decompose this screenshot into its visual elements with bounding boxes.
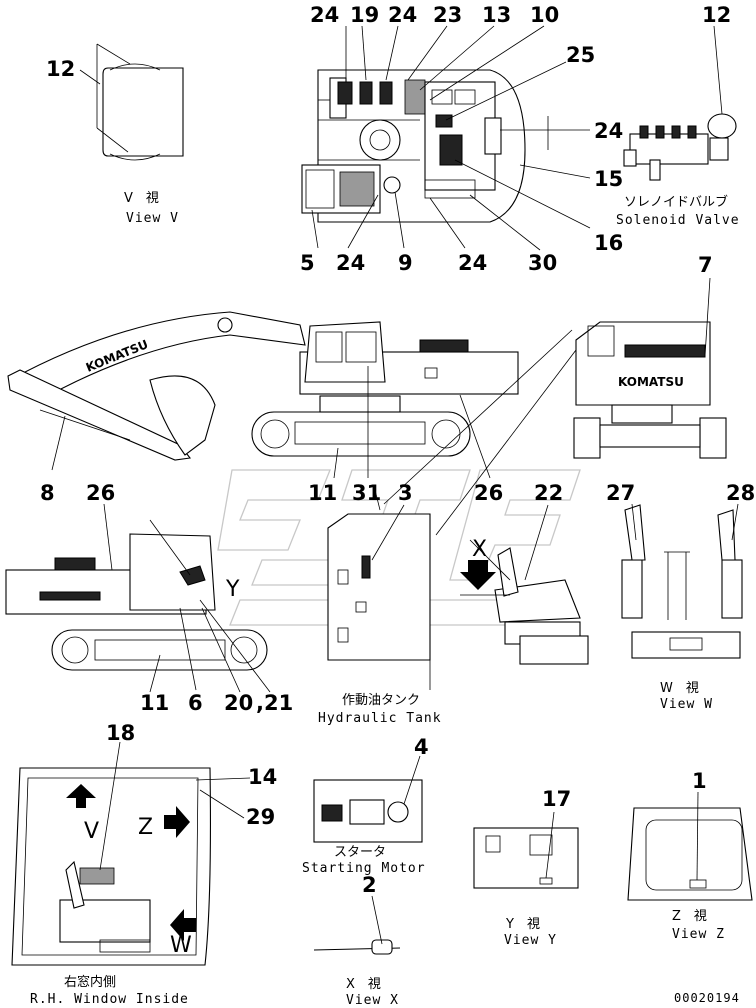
right-arrow-icon — [164, 806, 190, 838]
caption-tank-en: Hydraulic Tank — [318, 711, 442, 726]
callout-side-22: 22 — [534, 481, 563, 505]
caption-view-y-jp: Y 視 — [505, 917, 540, 932]
callout-left-11: 11 — [140, 691, 169, 715]
callout-side-11: 11 — [308, 481, 337, 505]
caption-window-en: R.H. Window Inside — [30, 992, 189, 1007]
callout-top-13: 13 — [482, 3, 511, 27]
view-markers: V Z W X Y — [84, 537, 487, 958]
callout-cab-29: 29 — [246, 805, 275, 829]
callout-side-26: 26 — [474, 481, 503, 505]
callout-top-15: 15 — [594, 167, 623, 191]
callout-rear-7: 7 — [698, 253, 713, 277]
callout-left-6: 6 — [188, 691, 203, 715]
caption-start-jp: スタータ — [334, 845, 386, 860]
marker-x: X — [472, 537, 487, 562]
caption-view-y-en: View Y — [504, 933, 557, 948]
up-arrow-icon — [66, 784, 96, 808]
callout-w-27: 27 — [606, 481, 635, 505]
callout-cab-18: 18 — [106, 721, 135, 745]
rear-view: KOMATSU — [573, 277, 727, 459]
callout-top-19: 19 — [350, 3, 379, 27]
callout-side-31: 31 — [352, 481, 381, 505]
callout-side-8: 8 — [40, 481, 55, 505]
callout-top-24a: 24 — [310, 3, 339, 27]
caption-view-z-jp: Z 視 — [672, 909, 707, 924]
left-side-view — [5, 503, 271, 693]
caption-window-jp: 右窓内側 — [64, 974, 116, 990]
callout-top-24e: 24 — [458, 251, 487, 275]
view-x-group — [313, 895, 401, 955]
control-console — [460, 504, 589, 665]
view-z-group — [627, 791, 753, 901]
down-arrow-icon — [460, 560, 496, 590]
caption-solenoid-en: Solenoid Valve — [616, 213, 740, 228]
callout-sol-12: 12 — [702, 3, 731, 27]
callout-side-3: 3 — [398, 481, 413, 505]
callout-top-24d: 24 — [336, 251, 365, 275]
starting-motor — [313, 755, 423, 843]
caption-view-z-en: View Z — [672, 927, 725, 942]
callout-x-2: 2 — [362, 873, 377, 897]
caption-tank-jp: 作動油タンク — [342, 693, 420, 708]
callout-top-10: 10 — [530, 3, 559, 27]
callout-cab-14: 14 — [248, 765, 277, 789]
view-y-group — [473, 811, 579, 889]
caption-solenoid-jp: ソレノイドバルブ — [624, 194, 728, 210]
main-side-view: KOMATSU — [7, 311, 519, 511]
caption-view-x-en: View X — [346, 993, 399, 1008]
callout-w-28: 28 — [726, 481, 755, 505]
callout-top-16: 16 — [594, 231, 623, 255]
rear-brand: KOMATSU — [618, 375, 684, 389]
callout-y-17: 17 — [542, 787, 571, 811]
hydraulic-tank — [327, 504, 431, 690]
callout-top-25: 25 — [566, 43, 595, 67]
callout-top-30: 30 — [528, 251, 557, 275]
callout-left-20: 20 — [224, 691, 253, 715]
callout-start-4: 4 — [414, 735, 429, 759]
callout-top-23: 23 — [433, 3, 462, 27]
window-inside — [11, 741, 251, 966]
callout-z-1: 1 — [692, 769, 707, 793]
callout-v-12: 12 — [46, 57, 75, 81]
caption-view-x-jp: X 視 — [346, 977, 381, 992]
captions: V 視 View V ソレノイドバルブ Solenoid Valve 作動油タン… — [30, 191, 740, 1008]
marker-z: Z — [138, 815, 153, 840]
solenoid-valve — [623, 25, 737, 181]
callout-top-9: 9 — [398, 251, 413, 275]
marker-w: W — [170, 933, 192, 958]
callout-top-24c: 24 — [594, 119, 623, 143]
callout-left-21: ,21 — [256, 691, 293, 715]
callout-top-5: 5 — [300, 251, 315, 275]
top-view-machine — [301, 25, 591, 251]
caption-view-v-jp: V 視 — [124, 191, 159, 206]
left-arrow-icon — [170, 909, 196, 941]
caption-view-w-en: View W — [660, 697, 713, 712]
caption-start-en: Starting Motor — [302, 861, 426, 876]
view-w-group — [621, 503, 743, 659]
callout-top-24b: 24 — [388, 3, 417, 27]
caption-view-w-jp: W 視 — [660, 681, 699, 696]
marker-v: V — [84, 819, 99, 844]
drawing-code: 00020194 — [674, 991, 740, 1005]
callout-labels: 12 24 19 24 23 13 10 25 24 15 16 5 24 9 … — [40, 3, 755, 897]
caption-view-v-en: View V — [126, 211, 179, 226]
marker-y: Y — [225, 577, 240, 602]
view-v-group — [79, 43, 184, 161]
projection-lines — [383, 329, 577, 536]
callout-left-26: 26 — [86, 481, 115, 505]
